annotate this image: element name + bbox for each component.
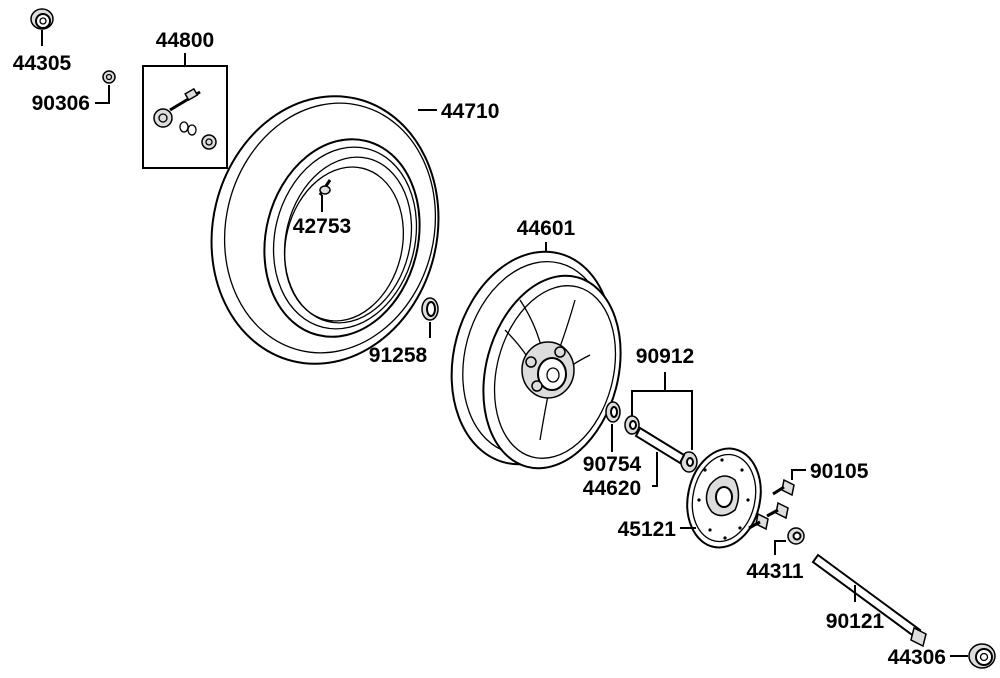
rim-44601 xyxy=(450,250,622,470)
part-number-91258: 91258 xyxy=(369,344,428,367)
part-number-44306: 44306 xyxy=(888,646,946,669)
part-number-44710: 44710 xyxy=(441,100,499,123)
collar-44311 xyxy=(787,527,805,545)
valve-kit-box xyxy=(142,65,228,169)
leader-90912 xyxy=(631,390,693,450)
leader-90306 xyxy=(95,85,110,104)
bolts-90105 xyxy=(748,478,795,531)
part-number-44305: 44305 xyxy=(13,52,72,75)
brake-disc-45121 xyxy=(686,447,762,549)
valve-42753 xyxy=(318,179,332,196)
part-number-90912: 90912 xyxy=(636,345,694,368)
bearing-90754 xyxy=(605,401,621,423)
axle-90121 xyxy=(811,553,927,648)
part-number-44601: 44601 xyxy=(517,217,576,240)
nut-44305 xyxy=(30,8,54,30)
leader-44620 xyxy=(652,452,658,487)
part-number-45121: 45121 xyxy=(618,518,677,541)
nut-44306 xyxy=(968,643,996,669)
part-number-90754: 90754 xyxy=(583,453,642,476)
part-number-90306: 90306 xyxy=(32,92,90,115)
valve-kit-44800 xyxy=(153,87,217,150)
leader-90105 xyxy=(791,469,806,480)
part-number-42753: 42753 xyxy=(293,215,351,238)
part-number-44620: 44620 xyxy=(583,477,641,500)
spacer-44620 xyxy=(634,426,686,465)
washer-90912-a xyxy=(624,415,640,435)
part-number-44311: 44311 xyxy=(746,560,804,583)
seal-91258 xyxy=(421,297,439,321)
tire-44710 xyxy=(210,95,440,365)
part-number-90105: 90105 xyxy=(810,460,869,483)
leader-44311 xyxy=(774,540,786,555)
part-number-90121: 90121 xyxy=(826,610,885,633)
nut-90306 xyxy=(102,70,116,84)
part-number-44800: 44800 xyxy=(156,29,214,52)
